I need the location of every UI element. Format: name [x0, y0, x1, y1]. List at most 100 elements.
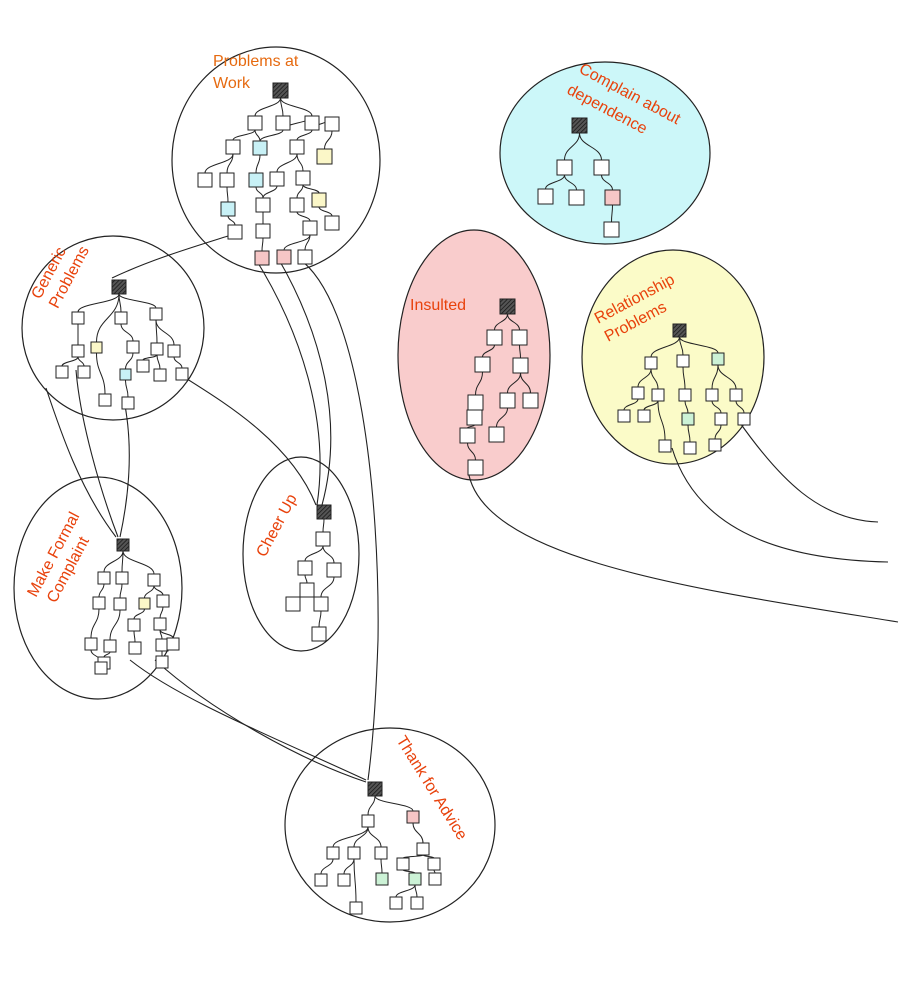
tree-edge [226, 186, 229, 203]
tree-edge [520, 372, 531, 394]
tree-node [427, 857, 441, 871]
connector-generic-to-complaint-a [45, 387, 117, 538]
tree-node [255, 197, 271, 213]
tree-node [255, 223, 271, 239]
tree-node [97, 571, 111, 585]
tree-node [252, 140, 268, 156]
root-node [111, 279, 127, 295]
tree-cheer-up [285, 504, 342, 642]
tree-node [311, 626, 327, 642]
tree-node [714, 412, 728, 426]
tree-node [175, 367, 189, 381]
tree-edge [467, 442, 476, 461]
tree-node [114, 311, 128, 325]
tree-node [71, 311, 85, 325]
connector-generic-to-cheerup [175, 371, 317, 506]
tree-edge [61, 356, 79, 367]
tree-edge [159, 629, 174, 639]
tree-edge [254, 97, 281, 117]
tree-make-formal-complaint [84, 538, 180, 675]
tree-generic-problems [55, 279, 189, 410]
tree-edge [304, 234, 311, 251]
tree-node [136, 359, 150, 373]
bubble-insulted [397, 229, 551, 481]
tree-edge [735, 400, 745, 414]
tree-node [77, 365, 91, 379]
tree-edge [687, 424, 691, 443]
tree-edge [109, 609, 121, 641]
root-node [499, 298, 516, 315]
tree-node [103, 639, 117, 653]
tree-edge [395, 884, 416, 898]
tree-edge [412, 822, 424, 844]
tree-edges [545, 132, 613, 223]
tree-node [737, 412, 751, 426]
tree-node [324, 116, 340, 132]
tree-edge [133, 630, 136, 643]
tree-node [153, 368, 167, 382]
tree-edge [142, 354, 158, 361]
tree-node [361, 814, 375, 828]
tree-node [556, 159, 573, 176]
tree-node [92, 596, 106, 610]
root-node [116, 538, 130, 552]
tree-node [347, 846, 361, 860]
tree-node [219, 172, 235, 188]
tree-edge [519, 344, 521, 359]
tree-edge [564, 132, 580, 161]
tree-node [603, 221, 620, 238]
tree-edge [318, 610, 322, 628]
bubble-generic-problems [21, 235, 205, 421]
tree-node [127, 618, 141, 632]
tree-edge [322, 518, 325, 533]
tree-node [316, 148, 333, 165]
tree-node [304, 115, 320, 131]
tree-node [711, 352, 725, 366]
tree-node [156, 594, 170, 608]
tree-edge [623, 398, 639, 411]
tree-edge [232, 129, 256, 141]
tree-edge [322, 545, 335, 564]
tree-edge [103, 651, 111, 658]
tree-node [295, 170, 311, 186]
tree-edge [318, 206, 333, 217]
tree-edge [414, 884, 418, 898]
tree-edge [302, 184, 320, 194]
tree-node [474, 356, 491, 373]
tree-edge [98, 583, 105, 598]
tree-node [149, 307, 163, 321]
tree-node [155, 655, 169, 669]
tree-node [197, 172, 213, 188]
tree-edge [296, 129, 313, 141]
root-node [272, 82, 289, 99]
tree-node [166, 637, 180, 651]
tree-edge [475, 371, 483, 396]
tree-edge [159, 606, 164, 619]
tree-node [389, 896, 403, 910]
tree-node [324, 215, 340, 231]
connector-generic-to-complaint-b [75, 369, 119, 538]
tree-node [486, 329, 503, 346]
tree-edge [601, 174, 613, 191]
tree-edge [276, 153, 298, 173]
tree-node [416, 842, 430, 856]
tree-node [254, 250, 270, 266]
tree-node [297, 249, 313, 265]
tree-node [593, 159, 610, 176]
connector-generic-to-complaint-c [119, 399, 130, 538]
tree-node [708, 438, 722, 452]
label-cheer-up: Cheer Up [254, 491, 301, 560]
tree-node [55, 365, 69, 379]
tree-node [349, 901, 363, 915]
tree-node [651, 388, 665, 402]
tree-node [467, 394, 484, 411]
tree-edge [545, 174, 565, 190]
root-node [571, 117, 588, 134]
tree-node [512, 357, 529, 374]
tree-node [289, 139, 305, 155]
tree-edge [262, 185, 278, 199]
connector-relationship-exit-b [737, 419, 879, 523]
tree-node [150, 342, 164, 356]
tree-edge [304, 574, 308, 584]
tree-node [337, 873, 351, 887]
